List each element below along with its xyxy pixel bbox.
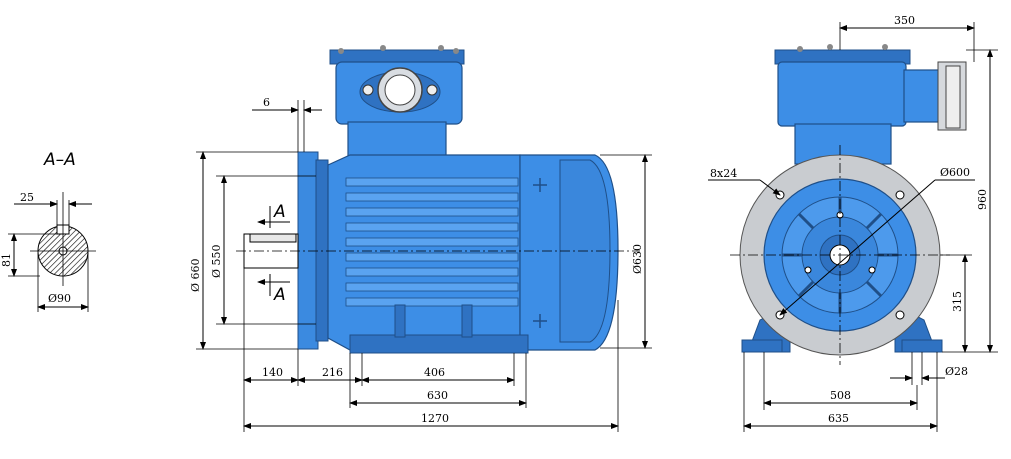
dim-630-label: 630 [427, 389, 448, 402]
dia-600-label: Ø600 [940, 166, 970, 179]
dim-635-label: 635 [828, 412, 849, 425]
dim-216-label: 216 [322, 366, 343, 379]
dim-350-label: 350 [894, 14, 915, 27]
holes-label: 8x24 [710, 167, 737, 180]
dia-660-label: Ø 660 [189, 258, 202, 292]
flange-thickness-label: 6 [263, 96, 270, 109]
dim-315-label: 315 [951, 291, 964, 312]
dim-1270-label: 1270 [421, 412, 449, 425]
section-mark-top: A [273, 202, 286, 222]
end-view: 8x24 Ø600 350 960 315 Ø28 508 635 [708, 14, 998, 432]
flange-plate [297, 151, 319, 350]
section-mark-bottom: A [273, 285, 286, 305]
section-view: A–A 25 81 Ø90 [0, 150, 96, 312]
motor-feet [349, 334, 529, 354]
dia-630-label: Ø630 [631, 244, 644, 274]
side-view: A A 6 Ø 660 Ø 550 Ø630 140 [189, 45, 652, 432]
cooling-fins [345, 177, 519, 307]
dia-550-label: Ø 550 [210, 244, 223, 278]
dim-508-label: 508 [830, 389, 851, 402]
key-height-label: 81 [0, 253, 13, 267]
section-title: A–A [43, 150, 76, 170]
key-width-label: 25 [20, 191, 34, 204]
dim-960-label: 960 [976, 189, 989, 210]
foot-hole-label: Ø28 [945, 365, 968, 378]
dim-406-label: 406 [424, 366, 445, 379]
shaft-diameter-label: Ø90 [48, 292, 71, 305]
dim-140-label: 140 [262, 366, 283, 379]
terminal-box [329, 45, 465, 159]
